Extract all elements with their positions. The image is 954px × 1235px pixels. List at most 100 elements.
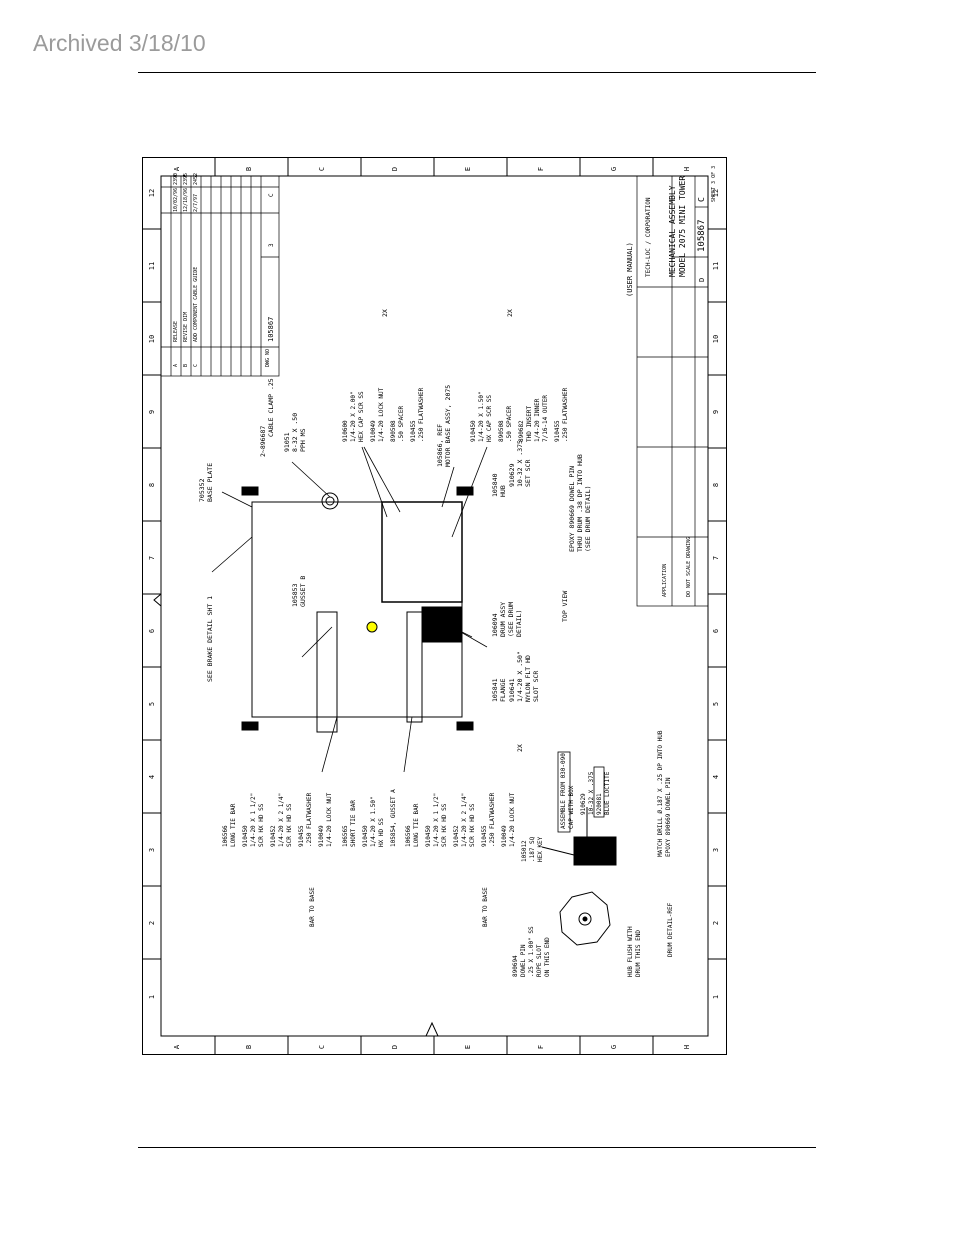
svg-text:A: A (173, 166, 181, 171)
svg-text:3: 3 (268, 243, 275, 247)
svg-text:BASE PLATE: BASE PLATE (206, 463, 214, 502)
svg-text:10: 10 (712, 335, 720, 343)
svg-text:HUB: HUB (499, 485, 507, 497)
svg-text:920081: 920081 (596, 793, 603, 815)
archived-label: Archived 3/18/10 (33, 30, 206, 56)
svg-text:910049: 910049 (318, 825, 325, 847)
svg-text:C: C (318, 167, 326, 171)
svg-text:H: H (683, 167, 691, 171)
svg-text:890682: 890682 (518, 420, 525, 442)
svg-text:A: A (173, 364, 179, 367)
center-mark-bottom (425, 1021, 439, 1037)
svg-text:2/7/97: 2/7/97 (193, 194, 199, 212)
svg-text:4: 4 (712, 775, 720, 779)
svg-text:910641: 910641 (508, 678, 516, 702)
svg-text:C: C (697, 197, 706, 202)
svg-text:910629: 910629 (508, 463, 516, 487)
long-tie-bar-callout-2: 106566 LONG TIE BAR 910450 1/4-20 X 1 1/… (405, 792, 516, 927)
svg-text:1/4-20 LOCK NUT: 1/4-20 LOCK NUT (326, 792, 333, 847)
svg-text:TOP VIEW: TOP VIEW (561, 591, 569, 622)
svg-text:8-32 X .50: 8-32 X .50 (291, 413, 299, 452)
svg-text:12: 12 (712, 189, 720, 197)
zone-numbers: 12 11 10 9 8 7 6 5 4 3 2 1 12 11 10 9 8 … (148, 189, 720, 999)
short-tie-bar-callout: 106565 SHORT TIE BAR 910450 1/4-20 X 1.5… (342, 789, 397, 847)
svg-text:1/4-20 X 2 1/4": 1/4-20 X 2 1/4" (278, 793, 285, 847)
svg-text:BLUE LOCTITE: BLUE LOCTITE (604, 771, 611, 815)
svg-text:10-32 X .375: 10-32 X .375 (588, 771, 595, 815)
svg-text:2: 2 (712, 921, 720, 925)
svg-text:GUSSET B: GUSSET B (299, 576, 307, 607)
drum-detail-callouts (557, 751, 605, 833)
svg-text:2X: 2X (381, 309, 389, 317)
svg-text:LONG TIE BAR: LONG TIE BAR (413, 803, 420, 847)
svg-text:106565: 106565 (342, 825, 349, 847)
svg-text:1/4-20 X 2.00": 1/4-20 X 2.00" (350, 391, 357, 442)
svg-text:SCR HX HD SS: SCR HX HD SS (258, 803, 265, 847)
svg-text:MOTOR BASE ASSY, 2075: MOTOR BASE ASSY, 2075 (444, 385, 452, 467)
svg-text:CABLE CLAMP .25: CABLE CLAMP .25 (267, 378, 275, 437)
svg-text:D: D (391, 1045, 399, 1049)
svg-text:.50 SPACER: .50 SPACER (506, 405, 513, 442)
svg-text:EPOXY 890669 DOWEL PIN: EPOXY 890669 DOWEL PIN (665, 777, 672, 857)
svg-text:MODEL 2075 MINI TOWER: MODEL 2075 MINI TOWER (678, 176, 687, 277)
svg-text:E: E (464, 1045, 472, 1049)
svg-text:DETAIL): DETAIL) (515, 610, 523, 637)
svg-text:1: 1 (148, 995, 156, 999)
svg-text:9: 9 (148, 410, 156, 414)
drum-detail-text: ASSEMBLE FROM 030-090 CAP WITH BOX DRUM … (512, 730, 674, 977)
svg-text:6: 6 (712, 629, 720, 633)
svg-text:10-32 X .375: 10-32 X .375 (516, 440, 524, 487)
svg-text:NYLON FLT HD: NYLON FLT HD (524, 655, 532, 702)
svg-text:HX CAP SCR SS: HX CAP SCR SS (486, 395, 493, 442)
svg-text:DWG NO: DWG NO (265, 349, 271, 367)
header-rule (138, 72, 816, 73)
svg-text:B: B (183, 364, 189, 367)
callout-stack-1: 910600 1/4-20 X 2.00" HEX CAP SCR SS 910… (342, 387, 425, 442)
svg-text:910450: 910450 (242, 825, 249, 847)
svg-text:705352: 705352 (198, 478, 206, 502)
center-mark-top (153, 592, 162, 608)
svg-text:2~896687: 2~896687 (259, 426, 267, 457)
svg-text:5: 5 (712, 702, 720, 706)
svg-text:106566: 106566 (222, 825, 229, 847)
svg-text:.50 SPACER: .50 SPACER (398, 405, 405, 442)
svg-text:910049: 910049 (501, 825, 508, 847)
svg-text:DRUM DETAIL-REF: DRUM DETAIL-REF (667, 902, 674, 957)
svg-text:BAR TO BASE: BAR TO BASE (482, 887, 489, 927)
svg-text:910452: 910452 (453, 825, 460, 847)
svg-text:3: 3 (712, 848, 720, 852)
svg-text:910629: 910629 (580, 793, 587, 815)
svg-text:910450: 910450 (362, 825, 369, 847)
top-view (241, 486, 474, 733)
svg-text:105840: 105840 (491, 473, 499, 497)
svg-text:105854, GUSSET A: 105854, GUSSET A (390, 789, 397, 847)
svg-text:2: 2 (148, 921, 156, 925)
engineering-drawing: A B C D E F G H A B C D E F G H 12 11 10… (142, 157, 727, 1055)
svg-text:890694: 890694 (512, 955, 519, 977)
callout-stack-2: 910450 1/4-20 X 1.50" HX CAP SCR SS 8905… (470, 387, 569, 442)
svg-text:9: 9 (712, 410, 720, 414)
svg-text:91051: 91051 (283, 432, 291, 452)
svg-text:2X: 2X (516, 744, 524, 752)
svg-text:1/4-20 X 1 1/2": 1/4-20 X 1 1/2" (250, 793, 257, 847)
svg-text:LONG TIE BAR: LONG TIE BAR (230, 803, 237, 847)
svg-text:7: 7 (712, 556, 720, 560)
long-tie-bar-callout: 106566 LONG TIE BAR 910450 1/4-20 X 1 1/… (222, 792, 333, 927)
svg-text:7/16-14 OUTER: 7/16-14 OUTER (542, 395, 549, 442)
svg-text:SET SCR: SET SCR (524, 460, 532, 487)
svg-text:(USER MANUAL): (USER MANUAL) (626, 242, 634, 297)
svg-text:910455: 910455 (410, 420, 417, 442)
footer-rule (138, 1147, 816, 1148)
svg-text:890508: 890508 (390, 420, 397, 442)
svg-text:12/18/96: 12/18/96 (183, 188, 189, 212)
svg-text:11: 11 (712, 262, 720, 270)
svg-text:1/4-20 X 1.50": 1/4-20 X 1.50" (370, 796, 377, 847)
zone-letters: A B C D E F G H A B C D E F G H (173, 166, 691, 1049)
part-labels: SEE BRAKE DETAIL SHT 1 705352 BASE PLATE… (198, 309, 592, 752)
svg-text:7: 7 (148, 556, 156, 560)
svg-text:F: F (537, 167, 545, 171)
svg-text:910455: 910455 (298, 825, 305, 847)
svg-text:G: G (610, 167, 618, 171)
svg-text:.250 FLATWASHER: .250 FLATWASHER (562, 387, 569, 442)
svg-text:(SEE DRUM: (SEE DRUM (507, 602, 515, 637)
